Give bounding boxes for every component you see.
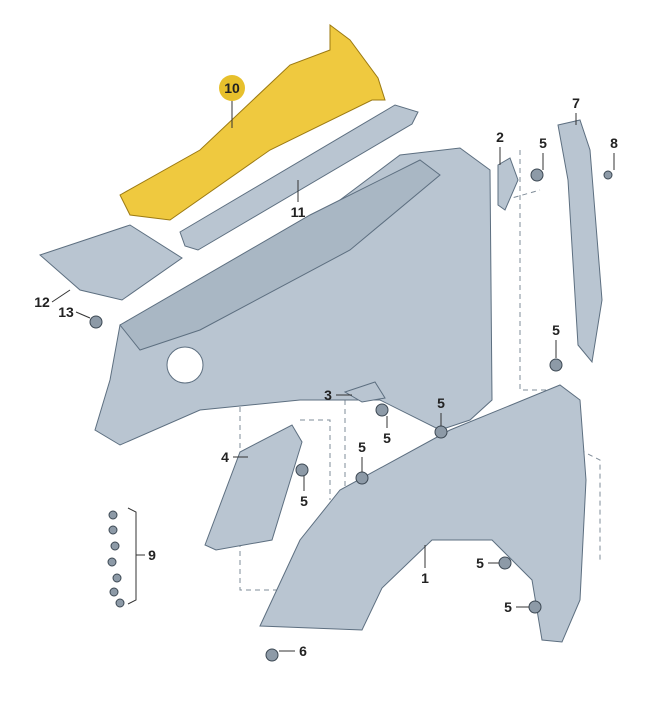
callout-7: 7 xyxy=(572,95,580,111)
callout-5: 5 xyxy=(437,395,445,411)
callout-13: 13 xyxy=(58,304,74,320)
callout-5: 5 xyxy=(539,135,547,151)
part-11-seal-strip xyxy=(179,104,419,251)
callout-10-highlighted: 10 xyxy=(219,75,245,101)
part-10-highlighted-panel xyxy=(119,24,386,221)
callout-11: 11 xyxy=(290,204,306,220)
callout-6: 6 xyxy=(299,643,307,659)
part-7-side-strip xyxy=(557,119,603,364)
screws xyxy=(89,168,613,662)
callout-5: 5 xyxy=(300,493,308,509)
callout-5: 5 xyxy=(383,430,391,446)
callout-12: 12 xyxy=(34,294,50,310)
callout-4: 4 xyxy=(221,449,229,465)
part-2-bracket xyxy=(497,157,519,211)
callout-2: 2 xyxy=(496,129,504,145)
part-12-cover-plate xyxy=(39,224,183,301)
callout-8: 8 xyxy=(610,135,618,151)
callout-5: 5 xyxy=(358,439,366,455)
callout-1: 1 xyxy=(421,570,429,586)
inner-opening xyxy=(166,346,204,384)
leader-lines xyxy=(51,100,615,652)
callout-9: 9 xyxy=(148,547,156,563)
part-1-fender xyxy=(259,384,587,643)
longitudinal-member xyxy=(119,159,441,351)
callout-5: 5 xyxy=(552,322,560,338)
callout-5: 5 xyxy=(504,599,512,615)
part-4-bracket xyxy=(204,424,303,551)
part-3-bracket xyxy=(343,381,386,403)
callout-5: 5 xyxy=(476,555,484,571)
callout-3: 3 xyxy=(324,387,332,403)
